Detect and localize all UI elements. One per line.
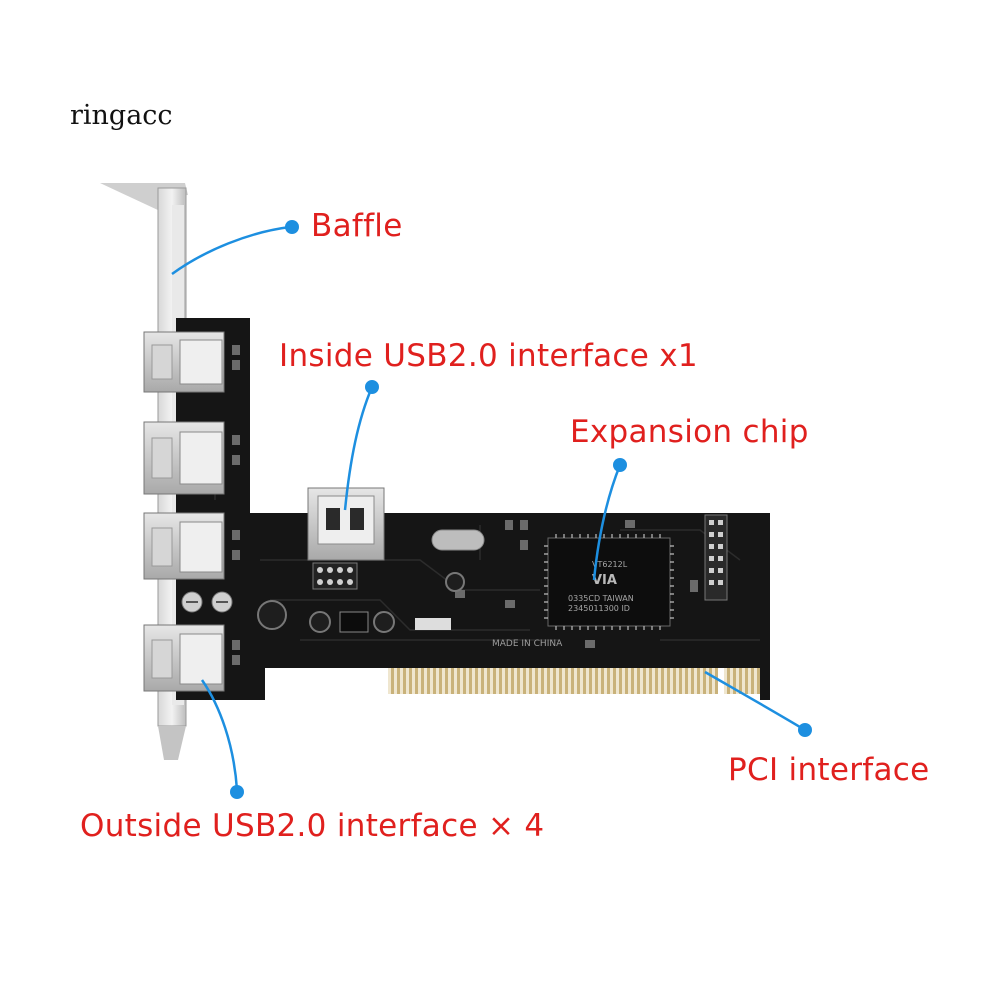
dot-pci: [798, 723, 812, 737]
outside-usb-ports: [143, 331, 225, 692]
brand-watermark: ringacc: [70, 100, 173, 131]
chip-marking-3: 2345011300 ID: [568, 604, 630, 613]
dot-inside-usb: [365, 380, 379, 394]
expansion-chip: VIA VT6212L 0335CD TAIWAN 2345011300 ID: [544, 534, 674, 630]
dot-outside-usb: [230, 785, 244, 799]
chip-marking-1: VT6212L: [592, 560, 628, 569]
made-in-marking: MADE IN CHINA: [492, 639, 563, 649]
chip-logo: VIA: [592, 573, 617, 588]
dot-baffle: [285, 220, 299, 234]
callout-baffle: Baffle: [311, 208, 403, 244]
leader-chip: [592, 464, 622, 581]
callout-inside-usb: Inside USB2.0 interface x1: [279, 338, 698, 374]
callout-expansion-chip: Expansion chip: [570, 414, 809, 450]
leader-outside-usb: [200, 679, 239, 791]
leader-baffle: [171, 225, 291, 276]
pci-edge-connector-short: [724, 668, 760, 694]
callout-pci-interface: PCI interface: [728, 752, 930, 788]
leader-inside-usb: [343, 386, 374, 511]
leader-pci: [704, 670, 806, 732]
pcb-board: VIA VT6212L 0335CD TAIWAN 2345011300 ID …: [176, 318, 770, 700]
callout-outside-usb: Outside USB2.0 interface × 4: [80, 808, 545, 844]
dot-chip: [613, 458, 627, 472]
leader-dots: [230, 220, 812, 799]
chip-marking-2: 0335CD TAIWAN: [568, 594, 634, 603]
pci-edge-connector: [388, 668, 718, 694]
leader-lines: [171, 225, 806, 791]
